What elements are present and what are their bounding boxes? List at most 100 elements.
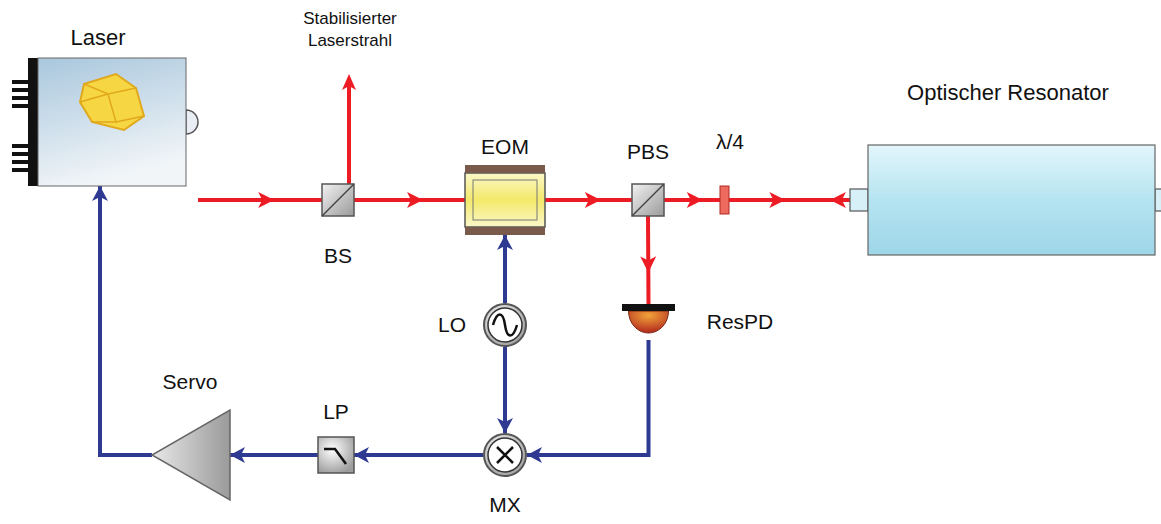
photodiode-window <box>622 304 675 311</box>
part-label: Laser <box>70 25 125 50</box>
cooling-fin <box>12 88 30 92</box>
filter-box <box>318 437 354 473</box>
electrode <box>465 227 545 235</box>
part-label: MX <box>489 493 521 517</box>
quarter-waveplate: λ/4 <box>720 186 729 214</box>
signal-arrowhead <box>497 418 513 433</box>
signal-arrowhead <box>527 447 542 463</box>
fin-ground <box>12 58 38 186</box>
eom-inner <box>473 180 537 220</box>
mirror-mount <box>1155 189 1161 211</box>
lowpass-box: LP <box>318 437 354 473</box>
connector <box>230 447 318 463</box>
signal-arrowhead <box>92 186 108 201</box>
shape-outline <box>12 58 186 186</box>
beam-label: Stabilisierter Laserstrahl <box>270 8 430 52</box>
beam-arrowhead <box>342 74 356 90</box>
shape-outline <box>322 184 354 216</box>
cooling-fin <box>12 96 30 100</box>
mixer-circle: MX <box>483 433 527 477</box>
amplifier-triangle <box>152 410 230 500</box>
cube-body <box>322 184 354 216</box>
beam-arrowhead <box>258 192 274 208</box>
beam-line <box>347 78 351 184</box>
cooling-fin <box>12 160 30 164</box>
eom-box: EOM <box>465 165 545 235</box>
connector <box>497 347 513 433</box>
beam-arrowhead <box>585 192 601 208</box>
circle-face <box>488 308 522 342</box>
circle-body <box>484 304 526 346</box>
connector-line <box>354 198 465 202</box>
part-label: Servo <box>163 370 218 394</box>
cooling-fin <box>12 168 30 172</box>
resonator-body <box>868 145 1155 255</box>
shape-outline <box>152 410 230 500</box>
shape-outline <box>318 437 354 473</box>
part-label: LO <box>438 313 466 337</box>
mirror-mount <box>850 189 868 211</box>
connector <box>354 447 483 463</box>
beam-arrowhead <box>687 192 703 208</box>
part-label: LP <box>323 400 349 424</box>
shape-outline <box>868 145 1155 255</box>
connector <box>729 192 850 208</box>
beam-arrowhead <box>769 192 785 208</box>
connector-line <box>354 453 483 457</box>
beam-splitter: BS <box>322 184 354 216</box>
beam-arrowhead <box>640 256 656 272</box>
signal-arrowhead <box>230 447 245 463</box>
signal-arrowhead <box>497 235 513 250</box>
signal-arrowhead <box>354 447 369 463</box>
shape-outline <box>483 303 527 347</box>
circle-face <box>488 438 522 472</box>
part-label: BS <box>324 244 352 268</box>
servo-amplifier: Servo <box>152 410 230 500</box>
cube-body <box>632 184 664 216</box>
local-oscillator: LO <box>483 303 527 347</box>
connector-line <box>527 340 649 455</box>
cooling-fin <box>12 80 30 84</box>
shape-outline <box>632 184 664 216</box>
part-label: Optischer Resonator <box>907 80 1109 105</box>
connector-line <box>100 186 152 455</box>
laser-box: Laser <box>12 58 186 186</box>
connector <box>527 340 649 463</box>
shape-outline <box>720 186 729 214</box>
part-label: EOM <box>481 135 529 159</box>
connector <box>497 235 513 303</box>
shape-outline <box>622 304 675 340</box>
sine-symbol <box>493 315 517 336</box>
polarizing-beam-splitter: PBS <box>632 184 664 216</box>
cooling-fin <box>12 144 30 148</box>
lowpass-symbol <box>324 449 346 464</box>
cube-diagonal <box>322 184 354 216</box>
eom-crystal <box>465 173 545 227</box>
optical-resonator: Optischer Resonator <box>868 145 1155 255</box>
connector <box>640 216 656 304</box>
connector-line <box>503 347 507 433</box>
part-label: ResPD <box>707 310 774 334</box>
cube-diagonal <box>632 184 664 216</box>
output-port <box>186 110 198 134</box>
part-label: PBS <box>627 140 669 164</box>
laser-crystal <box>80 74 144 130</box>
waveplate <box>720 186 729 214</box>
photodiode: ResPD <box>622 304 675 340</box>
connector-line <box>230 453 318 457</box>
electrode <box>465 165 545 173</box>
connector <box>545 192 632 208</box>
crystal-facets <box>80 84 144 122</box>
beam-arrowhead <box>830 192 846 208</box>
shape-outline <box>483 433 527 477</box>
heat-sink <box>28 58 38 186</box>
photodiode-body <box>629 311 669 333</box>
cooling-fin <box>12 104 30 108</box>
part-label: λ/4 <box>716 130 744 154</box>
beam-arrowhead <box>407 192 423 208</box>
connector-line <box>198 198 322 202</box>
connector <box>92 186 152 455</box>
circle-body <box>484 434 526 476</box>
connector <box>664 192 720 208</box>
laser-housing <box>38 58 186 186</box>
